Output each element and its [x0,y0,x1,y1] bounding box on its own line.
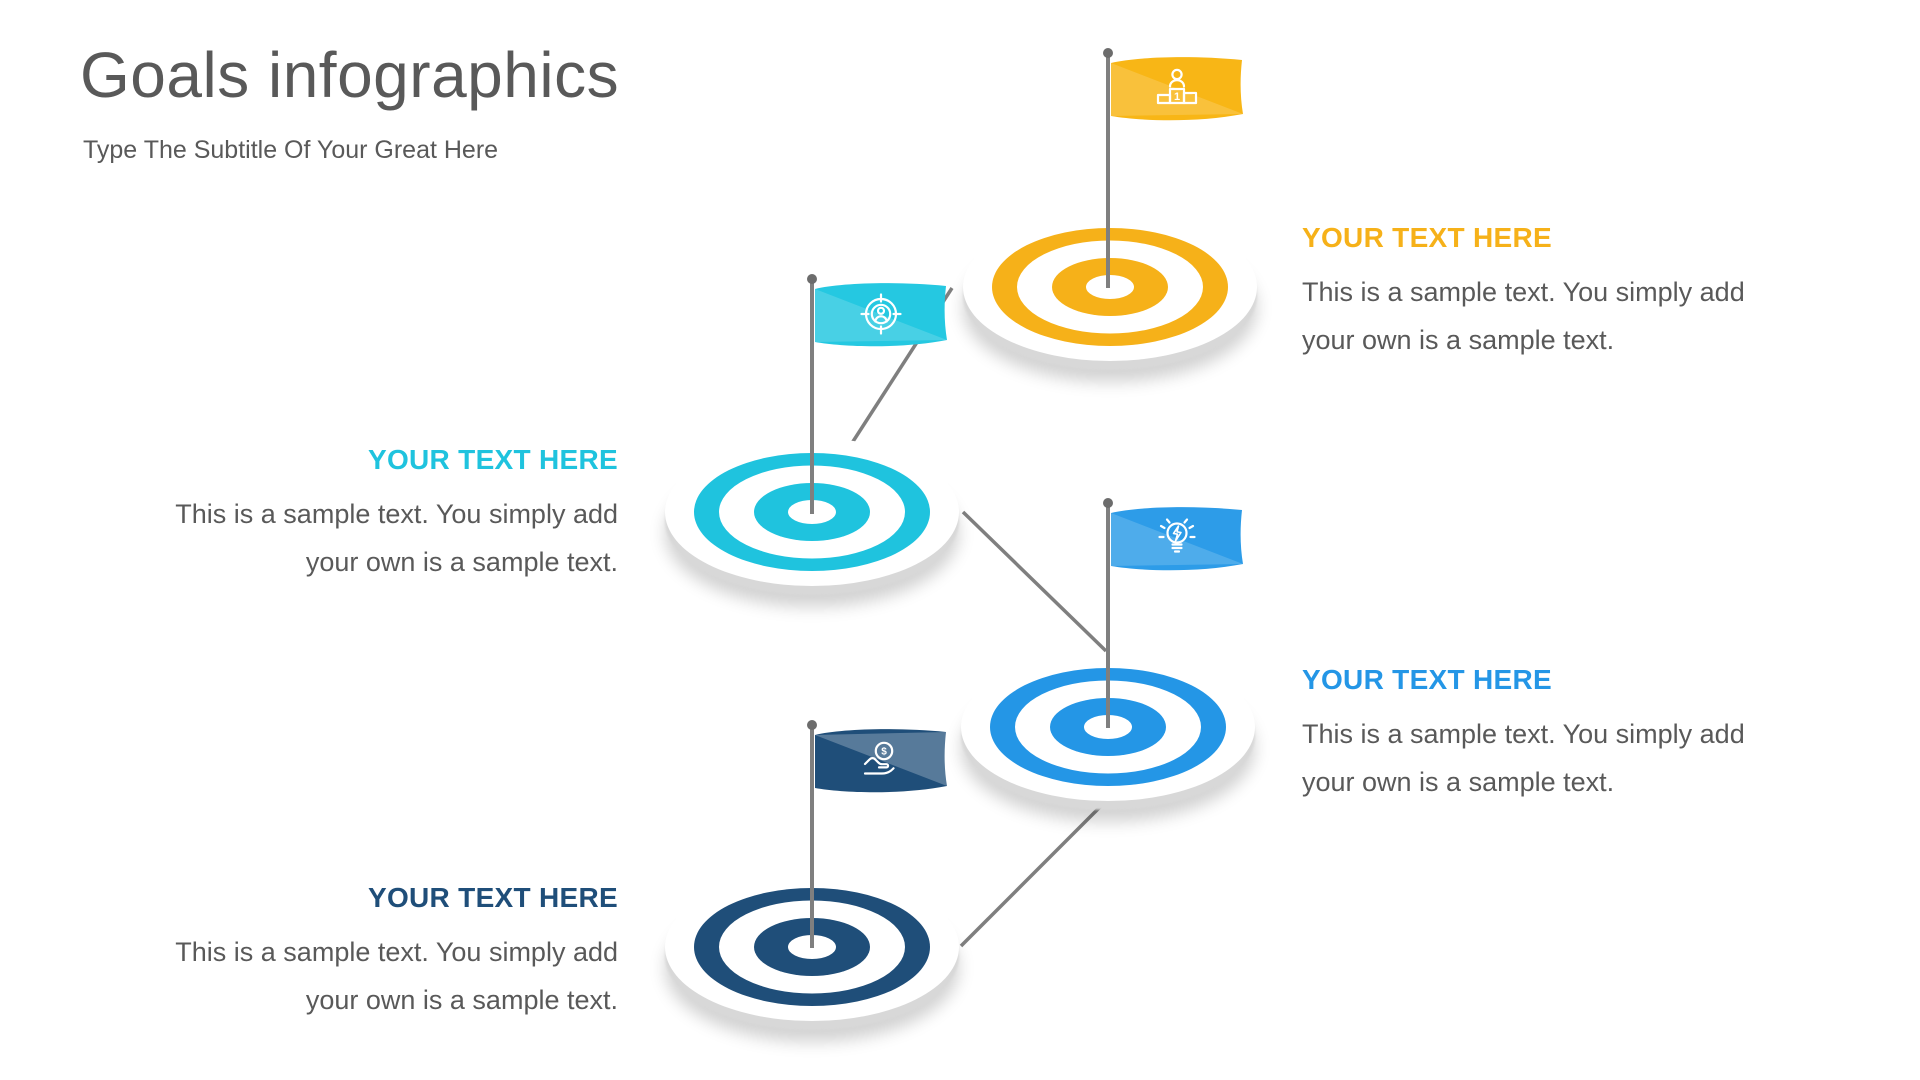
item-heading: YOUR TEXT HERE [367,444,618,475]
flag-pole [1106,502,1110,728]
item-body-line1: This is a sample text. You simply add [175,937,618,967]
connector-line-cyan-to-blue [961,510,1108,653]
page-title: Goals infographics [80,39,620,111]
idea-bulb-icon [1158,518,1196,553]
item-body-line2: your own is a sample text. [305,985,618,1015]
item-body-line1: This is a sample text. You simply add [1302,719,1745,749]
item-body-line2: your own is a sample text. [1302,767,1615,797]
item-body-line2: your own is a sample text. [1302,325,1615,355]
item-body: This is a sample text. You simply add yo… [1302,268,1782,364]
connector-line-blue-to-navy [959,799,1108,948]
page-subtitle: Type The Subtitle Of Your Great Here [83,136,499,164]
dollar-sign-label: $ [881,747,887,758]
item-heading: YOUR TEXT HERE [367,882,618,913]
text-block-navy[interactable]: YOUR TEXT HERE This is a sample text. Yo… [148,882,618,1024]
item-body-line1: This is a sample text. You simply add [175,499,618,529]
audience-target-icon [860,293,902,335]
flag-pole-cap [807,720,817,730]
flag-pole-cap [807,274,817,284]
text-block-blue[interactable]: YOUR TEXT HERE This is a sample text. Yo… [1302,664,1782,806]
item-body-line2: your own is a sample text. [305,547,618,577]
podium-first-place-label: 1 [1174,91,1180,103]
flag-pole [810,724,814,948]
flag-pole-cap [1103,48,1113,58]
item-body: This is a sample text. You simply add yo… [148,490,618,586]
flag-blue[interactable] [1110,504,1244,574]
target-bullseye-gold[interactable] [963,213,1257,370]
flag-navy[interactable]: $ [814,726,948,796]
text-block-cyan[interactable]: YOUR TEXT HERE This is a sample text. Yo… [148,444,618,586]
item-heading: YOUR TEXT HERE [1302,664,1553,695]
flag-pole [1106,52,1110,288]
target-center [1086,275,1134,299]
flag-cyan[interactable] [814,280,948,350]
money-hand-icon: $ [863,741,895,775]
text-block-gold[interactable]: YOUR TEXT HERE This is a sample text. Yo… [1302,222,1782,364]
item-heading: YOUR TEXT HERE [1302,222,1553,253]
flag-pole-cap [1103,498,1113,508]
item-body-line1: This is a sample text. You simply add [1302,277,1745,307]
flag-gold[interactable]: 1 [1110,54,1244,124]
winner-podium-icon: 1 [1156,68,1198,105]
item-body: This is a sample text. You simply add yo… [148,928,618,1024]
item-body: This is a sample text. You simply add yo… [1302,710,1782,806]
flag-pole [810,278,814,514]
target-bullseye-cyan[interactable] [665,438,959,595]
